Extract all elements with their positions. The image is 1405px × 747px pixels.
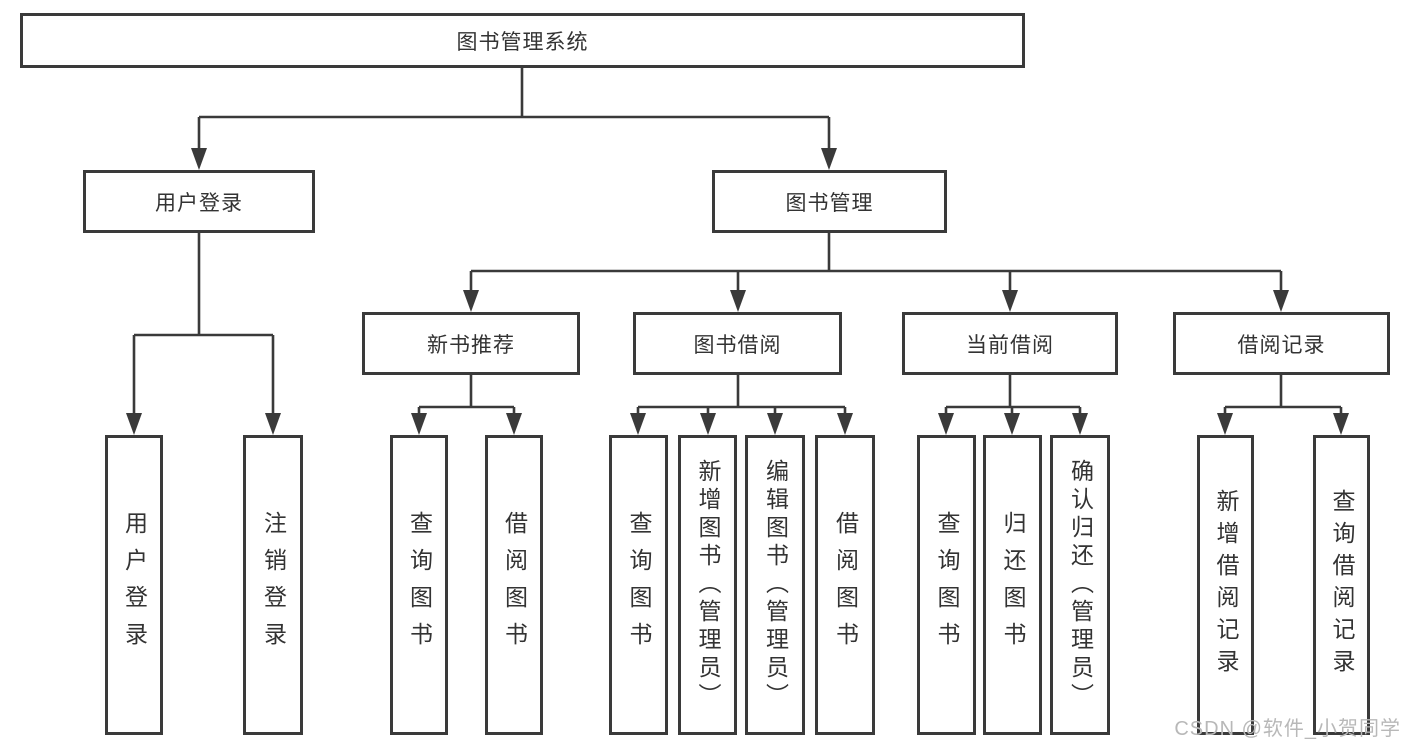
leaf-query-books-recommend: 查询图书 [390,435,448,735]
arrow-down-icon [1002,290,1018,312]
arrow-down-icon [730,290,746,312]
arrow-down-icon [126,413,142,435]
node-new-book-recommend: 新书推荐 [362,312,580,375]
leaf-confirm-return-admin: 确认归还（管理员） [1050,435,1110,735]
arrow-down-icon [938,413,954,435]
leaf-add-book-admin: 新增图书（管理员） [678,435,737,735]
leaf-query-books-borrow: 查询图书 [609,435,668,735]
csdn-watermark: CSDN @软件_小贺同学 [1174,718,1401,740]
leaf-label: 归还图书 [1000,511,1026,659]
node-root-system: 图书管理系统 [20,13,1025,68]
arrow-down-icon [821,148,837,170]
leaf-return-books: 归还图书 [983,435,1042,735]
leaf-label: 借阅图书 [501,511,528,659]
leaf-query-borrow-record: 查询借阅记录 [1313,435,1370,735]
arrow-down-icon [411,413,427,435]
leaf-label: 借阅图书 [832,511,859,659]
leaf-label: 查询图书 [406,511,433,659]
arrow-down-icon [1333,413,1349,435]
leaf-label: 查询借阅记录 [1329,489,1355,681]
arrow-down-icon [265,413,281,435]
arrow-down-icon [630,413,646,435]
leaf-label: 注销登录 [260,511,287,659]
leaf-add-borrow-record: 新增借阅记录 [1197,435,1254,735]
leaf-label: 查询图书 [626,511,652,659]
node-book-borrow: 图书借阅 [633,312,842,375]
arrow-down-icon [1217,413,1233,435]
arrow-down-icon [1072,413,1088,435]
arrow-down-icon [1004,413,1020,435]
leaf-label: 编辑图书（管理员） [762,459,789,711]
leaf-label: 新增图书（管理员） [695,459,721,711]
leaf-label: 查询图书 [934,511,960,659]
arrow-down-icon [700,413,716,435]
leaf-borrow-books-recommend: 借阅图书 [485,435,543,735]
leaf-label: 新增借阅记录 [1213,489,1239,681]
leaf-query-books-current: 查询图书 [917,435,976,735]
leaf-label: 用户登录 [121,511,148,659]
arrow-down-icon [1273,290,1289,312]
arrow-down-icon [463,290,479,312]
leaf-logout: 注销登录 [243,435,303,735]
node-current-borrow: 当前借阅 [902,312,1118,375]
node-borrow-records: 借阅记录 [1173,312,1390,375]
leaf-user-login: 用户登录 [105,435,163,735]
leaf-borrow-books: 借阅图书 [815,435,875,735]
arrow-down-icon [506,413,522,435]
arrow-down-icon [767,413,783,435]
node-book-management: 图书管理 [712,170,947,233]
arrow-down-icon [191,148,207,170]
arrow-down-icon [837,413,853,435]
leaf-label: 确认归还（管理员） [1067,459,1094,711]
node-user-login: 用户登录 [83,170,315,233]
leaf-edit-book-admin: 编辑图书（管理员） [745,435,805,735]
